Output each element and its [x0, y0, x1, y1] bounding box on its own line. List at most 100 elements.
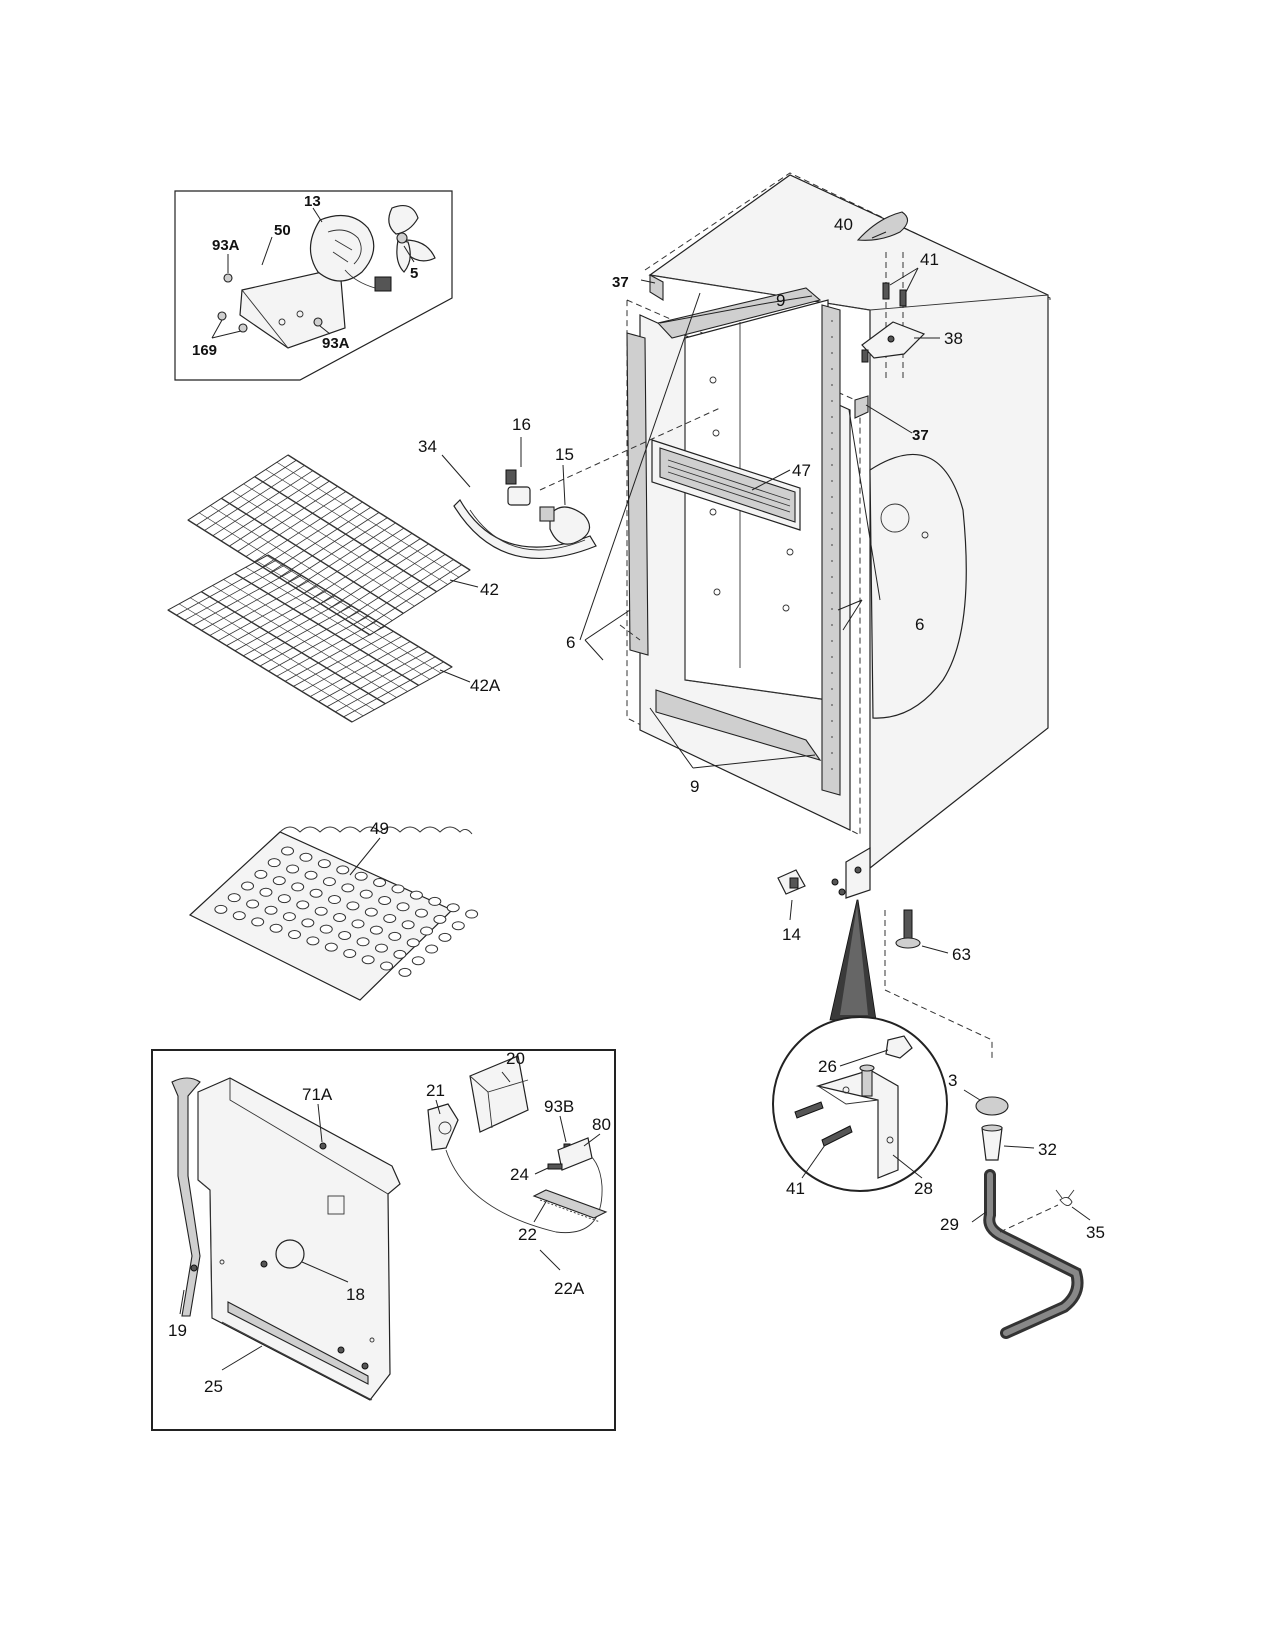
screw-169-b-icon — [238, 323, 248, 333]
callout-3: 3 — [948, 1071, 957, 1090]
shelf-wire — [318, 646, 419, 702]
rack-49-holes — [214, 846, 479, 977]
shelf-wire — [243, 600, 344, 657]
bracket-80 — [557, 1137, 593, 1171]
shelf-wire — [353, 559, 454, 625]
rack-hole — [246, 899, 260, 909]
shelf-crossbar — [232, 490, 415, 607]
shelf-wire — [167, 554, 269, 611]
shelf-crossbar — [200, 591, 386, 705]
screw-41-icon — [882, 282, 890, 300]
rack-hole — [304, 870, 318, 880]
rack-hole — [336, 865, 350, 875]
callout-47: 47 — [792, 461, 811, 480]
callout-93b: 93B — [544, 1097, 574, 1116]
rack-hole — [364, 907, 378, 917]
rack-hole — [251, 917, 265, 927]
callout-22: 22 — [518, 1225, 537, 1244]
rack-hole — [301, 918, 315, 928]
rack-hole — [380, 961, 394, 971]
rack-hole — [281, 846, 295, 856]
control-box-20 — [469, 1055, 529, 1133]
shelf-wire — [344, 553, 446, 620]
shelf-crossbar — [220, 497, 404, 614]
shelf-wire — [253, 496, 355, 563]
shelf-wire — [192, 569, 294, 626]
shelf-wire — [328, 543, 429, 610]
shelf-crossbar — [187, 519, 371, 636]
rack-hole — [314, 906, 328, 916]
rack-hole — [393, 949, 407, 959]
callout-41: 41 — [920, 250, 939, 269]
shelf-wire — [278, 512, 380, 578]
rack-49: 49 — [188, 819, 479, 1001]
rack-hole — [398, 967, 412, 977]
freezer-cabinet: 37 37 9 9 47 6 6 — [539, 172, 1051, 870]
rack-hole — [227, 893, 241, 903]
callout-49: 49 — [370, 819, 389, 838]
shelf-wire — [335, 656, 436, 713]
rack-hole — [282, 912, 296, 922]
lock-cover-40 — [856, 211, 909, 241]
shelf-wire — [204, 465, 305, 531]
callout-34: 34 — [418, 437, 437, 456]
rack-hole — [333, 913, 347, 923]
callout-15: 15 — [555, 445, 574, 464]
shelf-wire — [220, 475, 322, 542]
fan-blade-5 — [388, 205, 436, 273]
shelf-wire — [268, 615, 369, 672]
screw-41-icon — [821, 1125, 853, 1147]
shelf-wire — [234, 595, 336, 652]
drain-hose-assembly: 3 32 29 35 — [940, 1071, 1105, 1339]
rack-hole — [346, 901, 360, 911]
rack-hole — [296, 900, 310, 910]
rack-hole — [406, 938, 420, 948]
shelf-crossbar — [287, 454, 471, 571]
rack-hole — [425, 944, 439, 954]
callout-40: 40 — [834, 215, 853, 234]
trim-19 — [171, 1077, 201, 1317]
rack-hole — [428, 896, 442, 906]
shelf-wire — [309, 641, 411, 697]
shelf-crossbar — [234, 572, 420, 686]
thermostat-knob-18 — [275, 1239, 305, 1269]
light-bulb-15 — [549, 506, 591, 545]
control-panel-inset: 71A 21 20 93B 80 24 22 22A 18 19 25 — [151, 1049, 616, 1431]
rack-hole — [351, 919, 365, 929]
rack-hole — [465, 909, 479, 919]
rack-hole — [411, 956, 425, 966]
rack-hole — [341, 883, 355, 893]
callout-26: 26 — [818, 1057, 837, 1076]
callout-38: 38 — [944, 329, 963, 348]
shelf-crossbar — [276, 461, 460, 578]
rack-hole — [232, 911, 246, 921]
shelf-wire — [187, 454, 289, 521]
callout-35: 35 — [1086, 1223, 1105, 1242]
gasket-corner-37 — [649, 274, 664, 301]
rack-hole — [277, 894, 291, 904]
rack-hole — [254, 869, 268, 879]
wire-shelf-42a: 42A — [167, 554, 501, 723]
shelf-wire — [351, 666, 453, 723]
heater-22 — [532, 1189, 608, 1219]
shelf-crossbar — [190, 597, 375, 711]
rack-hole — [319, 924, 333, 934]
shelf-crossbar — [245, 566, 430, 680]
rack-hole — [259, 887, 273, 897]
shelf-wire — [311, 533, 413, 599]
hinge-nut-26 — [885, 1035, 913, 1059]
cabinet-side-panel — [869, 454, 967, 719]
screw-41-icon — [794, 1101, 824, 1119]
gasket-corner-37 — [854, 395, 869, 419]
shelf-wire — [293, 631, 394, 687]
hinge-detail: 26 41 28 — [772, 1016, 948, 1198]
rack-hole — [378, 895, 392, 905]
callout-21: 21 — [426, 1081, 445, 1100]
shelf-crossbar — [243, 483, 426, 600]
light-socket-16 — [507, 486, 531, 506]
fan-motor-inset: 13 50 93A 5 169 93A — [174, 190, 453, 381]
callout-80: 80 — [592, 1115, 611, 1134]
rack-hole — [414, 908, 428, 918]
shelf-crossbar — [267, 554, 453, 668]
